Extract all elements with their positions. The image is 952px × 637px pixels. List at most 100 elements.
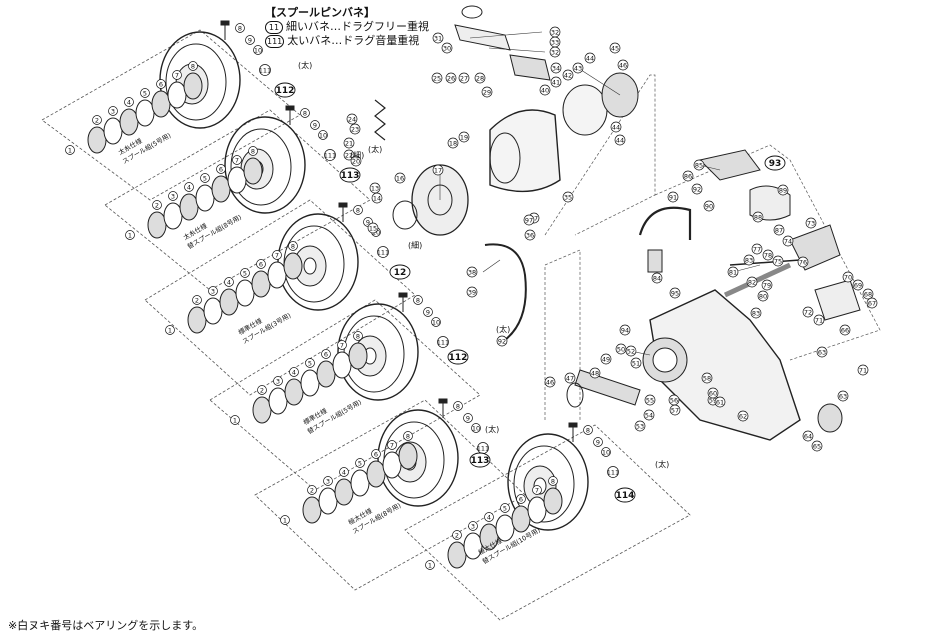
spool-part-6-8-circle — [548, 476, 558, 486]
drag-washer-6-7 — [543, 487, 563, 515]
drag-washer-1-3 — [119, 108, 139, 136]
body-part-39-circle — [614, 134, 626, 146]
body-part-49: 81 — [729, 268, 737, 276]
body-cap — [817, 403, 843, 433]
spool-part-2-1: 1 — [128, 231, 132, 239]
body-part-56: 73 — [807, 219, 815, 227]
body-part-50-circle — [743, 254, 755, 266]
spool-part-2-top8-circle — [300, 108, 310, 118]
body-part-80: 57 — [671, 406, 679, 414]
spool-part-2-6-circle — [216, 164, 226, 174]
spool-part-6-3: 3 — [471, 522, 475, 530]
body-part-57-circle — [782, 235, 794, 247]
body-part-37: 97 — [525, 216, 533, 224]
spool-part-1-6: 6 — [159, 80, 163, 88]
body-part-81-circle — [701, 372, 713, 384]
body-part-48-circle — [651, 272, 663, 284]
body-part-61-circle — [852, 279, 864, 291]
kit-box-1 — [41, 29, 301, 201]
spool-part-1-4: 4 — [127, 98, 131, 106]
spool-part-4-top8-circle — [413, 295, 423, 305]
spool-part-6-10: 10 — [602, 448, 610, 456]
legend-row-thick: 111 太いバネ…ドラグ音量重視 — [265, 34, 429, 48]
spool-part-4-4-circle — [289, 367, 299, 377]
sub-assembly-1-oval — [274, 82, 296, 98]
spool-part-1-4-circle — [124, 97, 134, 107]
body-part-1: 31 — [434, 34, 442, 42]
body-part-6: 34 — [552, 64, 560, 72]
spool-inner-2 — [230, 128, 292, 206]
spool-part-5-10: 10 — [472, 424, 480, 432]
body-part-45-circle — [777, 184, 789, 196]
spool-pin-head-6 — [568, 422, 578, 428]
spool-part-5-2: 2 — [310, 486, 314, 494]
spool-part-6-2: 2 — [455, 531, 459, 539]
body-part-13-circle — [474, 72, 486, 84]
body-part-59: 76 — [799, 258, 807, 266]
drag-washer-3-2 — [203, 297, 223, 325]
spool-part-6-9: 9 — [596, 438, 600, 446]
body-part-71: 50 — [617, 345, 625, 353]
spool-part-2-3: 3 — [171, 192, 175, 200]
drag-washer-4-5 — [316, 360, 336, 388]
spool-rim-2 — [224, 116, 306, 214]
body-part-12-circle — [458, 72, 470, 84]
spool-part-5-7: 7 — [390, 441, 394, 449]
drag-washer-3-4 — [235, 279, 255, 307]
spool-part-5-1-circle — [280, 515, 290, 525]
spool-part-4-3: 3 — [276, 377, 280, 385]
spool-part-1-1: 1 — [68, 146, 72, 154]
spool-part-2-9-circle — [310, 120, 320, 130]
drag-washer-5-4 — [350, 469, 370, 497]
spring-stack — [374, 99, 386, 141]
spool-part-5-5-circle — [355, 458, 365, 468]
body-part-28: 15 — [369, 224, 377, 232]
leader-30-32 — [488, 47, 546, 53]
body-part-63: 67 — [868, 299, 876, 307]
bail-arm-lower — [509, 54, 551, 81]
body-part-32: 23 — [351, 125, 359, 133]
body-part-14-circle — [481, 86, 493, 98]
body-part-18: 43 — [574, 64, 582, 72]
body-part-36: 92 — [498, 337, 506, 345]
sub-assembly-1: 112 — [276, 86, 295, 96]
sub-assembly-7-oval — [764, 155, 786, 171]
spool-part-4-7-circle — [337, 340, 347, 350]
spool-part-6-2-circle — [452, 530, 462, 540]
body-part-18-circle — [572, 62, 584, 74]
spool-part-2-8-circle — [248, 146, 258, 156]
spool-part-1-top8: 8 — [238, 24, 242, 32]
body-part-57: 74 — [784, 237, 792, 245]
spool-part-3-top8-circle — [353, 205, 363, 215]
spool-part-3-9: 9 — [366, 218, 370, 226]
body-part-36-circle — [496, 335, 508, 347]
spool-part-3-5-circle — [240, 268, 250, 278]
body-part-60-circle — [842, 271, 854, 283]
spool-inner-1 — [165, 43, 227, 121]
rotor — [489, 109, 561, 193]
spool-part-4-9: 9 — [426, 308, 430, 316]
body-part-31-circle — [350, 155, 362, 167]
spool-part-2-5-circle — [200, 173, 210, 183]
drag-washer-5-5 — [366, 460, 386, 488]
spool-part-5-9: 9 — [466, 414, 470, 422]
drag-washer-3-1 — [187, 306, 207, 334]
worm-shaft — [723, 262, 792, 298]
body-part-20: 45 — [611, 44, 619, 52]
spool-part-4-9-circle — [423, 307, 433, 317]
body-part-52: 77 — [753, 245, 761, 253]
spool-part-4-5-circle — [305, 358, 315, 368]
sub-assembly-3: 12 — [394, 268, 407, 278]
spool-part-6-111: 111 — [607, 468, 619, 476]
spool-part-1-9: 9 — [248, 36, 252, 44]
body-part-17: 42 — [564, 71, 572, 79]
body-part-19-circle — [584, 52, 596, 64]
body-part-71-circle — [615, 343, 627, 355]
body-part-34-circle — [466, 266, 478, 278]
spool-part-2-4: 4 — [187, 183, 191, 191]
body-part-60: 70 — [844, 273, 852, 281]
body-part-70-circle — [630, 357, 642, 369]
spool-part-4-10-circle — [431, 317, 441, 327]
spool-part-6-top8-circle — [583, 425, 593, 435]
body-part-15: 40 — [541, 86, 549, 94]
